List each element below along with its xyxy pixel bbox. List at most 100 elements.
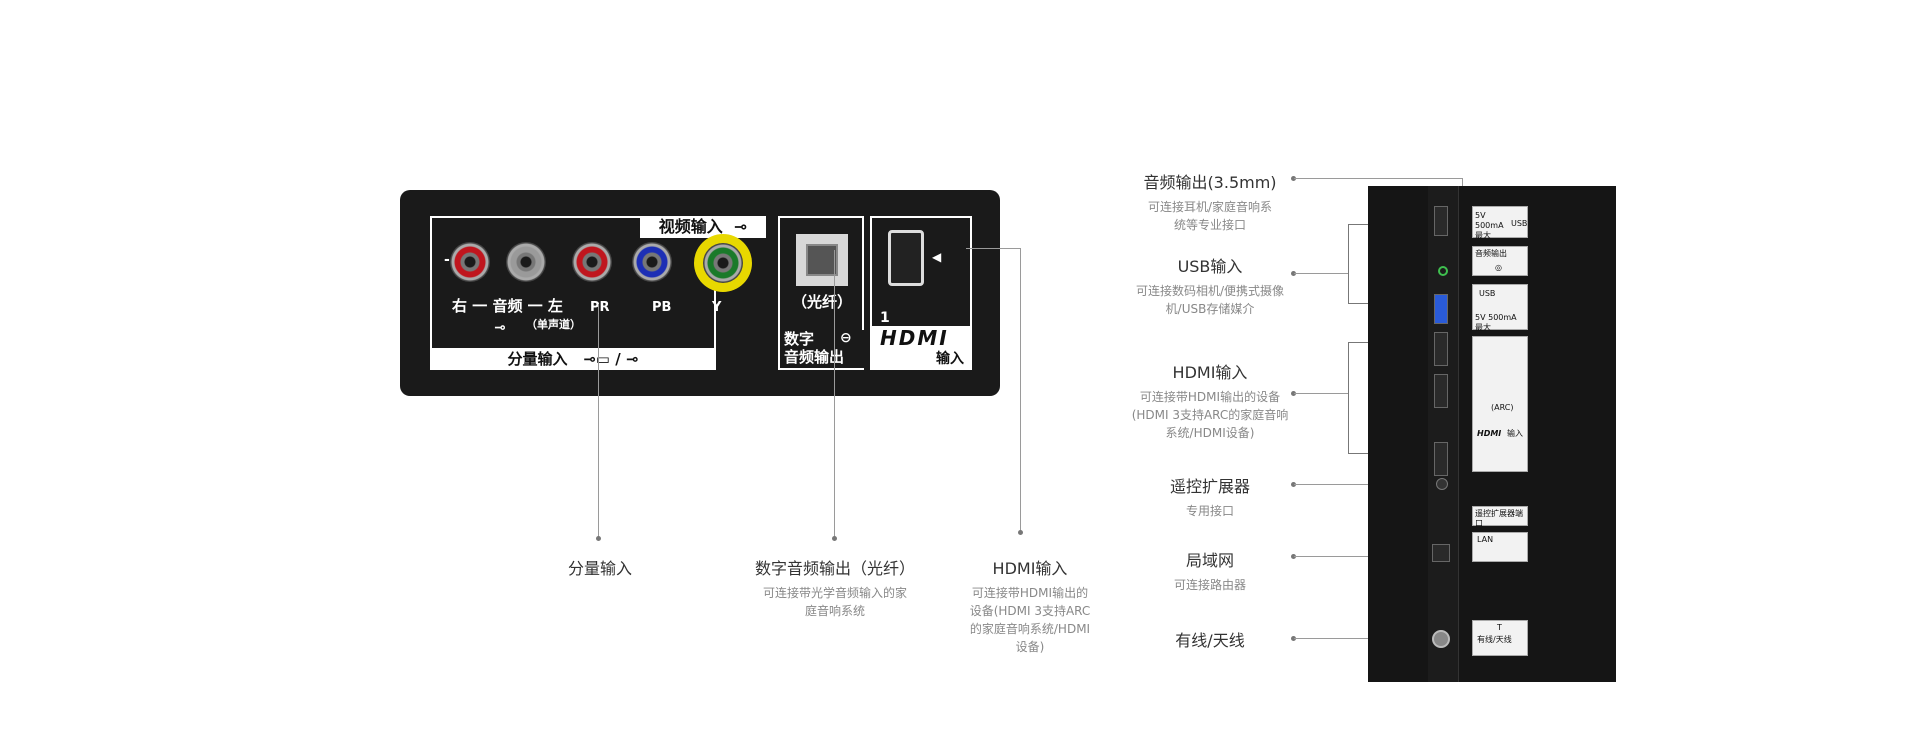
antenna-dot bbox=[1291, 636, 1296, 641]
arc-text: (ARC) bbox=[1491, 403, 1514, 412]
lan-label-text: LAN bbox=[1477, 535, 1494, 544]
antenna-label-box: T 有线/天线 bbox=[1472, 620, 1528, 656]
hdmi-right-desc-line: (HDMI 3支持ARC的家庭音响 bbox=[1131, 408, 1289, 422]
usb2-text: USB bbox=[1479, 289, 1496, 298]
pb-jack[interactable] bbox=[632, 242, 672, 282]
hdmi-input-label: 输入 bbox=[936, 351, 964, 367]
audio-out-label-box: 音频输出 ◎ bbox=[1472, 246, 1528, 276]
component-separator: / bbox=[615, 350, 621, 368]
remote-ext-callout-title: 遥控扩展器 bbox=[1169, 477, 1250, 496]
headphone-icon: ◎ bbox=[1495, 263, 1502, 272]
remote-ext-label-text: 遥控扩展器端口 bbox=[1475, 509, 1523, 528]
audio-out-dot bbox=[1291, 176, 1296, 181]
hdmi-right-callout-title: HDMI输入 bbox=[1172, 363, 1248, 382]
component-icon: ⊸▭ bbox=[572, 350, 610, 368]
remote-ext-callout-desc: 专用接口 bbox=[1130, 502, 1290, 520]
channel-label: 右 一 音频 一 左 bbox=[452, 297, 563, 315]
component-label: 分量输入 ⊸▭ / ⊸ bbox=[430, 348, 716, 370]
optical-frame bbox=[778, 216, 864, 370]
lan-dot bbox=[1291, 554, 1296, 559]
audio-out-callout-desc: 可连接耳机/家庭音响系 统等专业接口 bbox=[1130, 198, 1290, 234]
hdmi-number: 1 bbox=[880, 310, 890, 326]
hdmi-right-callout-desc: 可连接带HDMI输出的设备 (HDMI 3支持ARC的家庭音响 系统/HDMI设… bbox=[1130, 388, 1290, 442]
component-leader bbox=[598, 304, 599, 538]
optical-desc-line: 可连接带光学音频输入的家 bbox=[762, 586, 907, 600]
hdmi-desc-line: 设备(HDMI 3支持ARC bbox=[969, 604, 1091, 618]
video-input-text: 视频输入 bbox=[658, 217, 723, 236]
pr-label: PR bbox=[590, 300, 610, 315]
optical-callout-title: 数字音频输出（光纤） bbox=[754, 559, 915, 578]
hdmi-right-desc-line: 系统/HDMI设备) bbox=[1165, 426, 1255, 440]
audio-input-icon: ⊸ bbox=[494, 320, 506, 336]
y-jack[interactable] bbox=[703, 243, 743, 283]
hdmi-port-3[interactable] bbox=[1434, 374, 1448, 408]
hdmi-port-4[interactable] bbox=[1434, 332, 1448, 366]
usb-port-2[interactable] bbox=[1434, 294, 1448, 324]
hdmi-right-logo: HDMI bbox=[1477, 429, 1502, 438]
usb-port-1[interactable] bbox=[1434, 206, 1448, 236]
usb-leader bbox=[1294, 273, 1348, 274]
optical-desc-line: 庭音响系统 bbox=[804, 604, 865, 618]
usb-dot bbox=[1291, 271, 1296, 276]
antenna-port[interactable] bbox=[1432, 630, 1450, 648]
antenna-label-text: 有线/天线 bbox=[1477, 635, 1512, 644]
composite-icon: ⊸ bbox=[625, 350, 639, 368]
audio-out-leader bbox=[1294, 178, 1462, 179]
usb2-spec-text: 5V 500mA 最大 bbox=[1475, 313, 1517, 332]
remote-ext-label-box: 遥控扩展器端口 bbox=[1472, 506, 1528, 528]
usb-desc-line: 可连接数码相机/便携式摄像 bbox=[1135, 284, 1285, 298]
antenna-callout-title: 有线/天线 bbox=[1175, 631, 1245, 650]
hdmi-desc-line: 可连接带HDMI输出的 bbox=[971, 586, 1089, 600]
hdmi-desc-line: 的家庭音响系统/HDMI bbox=[969, 622, 1091, 636]
usb-label-box: 5V 500mA 最大 USB bbox=[1472, 206, 1528, 240]
antenna-icon: T bbox=[1497, 623, 1502, 632]
component-dot bbox=[596, 536, 601, 541]
hdmi-right-dot bbox=[1291, 391, 1296, 396]
component-callout-title: 分量输入 bbox=[567, 559, 632, 578]
hdmi-desc-line: 设备) bbox=[1015, 640, 1045, 654]
hdmi-right-leader bbox=[1294, 393, 1348, 394]
digital-text: 数字 bbox=[784, 330, 815, 348]
digital-audio-out-label: 数字 音频输出 bbox=[780, 330, 866, 368]
lan-callout-title: 局域网 bbox=[1185, 551, 1234, 570]
remote-ext-dot bbox=[1291, 482, 1296, 487]
usb-text: USB bbox=[1511, 219, 1528, 228]
video-input-label: 视频输入 ⊸ bbox=[640, 216, 766, 238]
remote-ext-port[interactable] bbox=[1436, 478, 1448, 490]
optical-label: （光纤） bbox=[792, 293, 853, 311]
audio-jack[interactable] bbox=[1438, 266, 1448, 276]
side-strip bbox=[1428, 186, 1459, 682]
video-input-icon: ⊸ bbox=[728, 217, 748, 236]
usb-callout-desc: 可连接数码相机/便携式摄像 机/USB存储媒介 bbox=[1130, 282, 1290, 318]
usb-spec-text: 5V 500mA 最大 bbox=[1475, 211, 1504, 240]
usb-desc-line: 机/USB存储媒介 bbox=[1165, 302, 1255, 316]
minus-mark: - bbox=[444, 252, 450, 268]
rear-panel-left: 视频输入 ⊸ - 右 一 音频 一 左 ⊸ （单声道） PR PB Y 分量输入… bbox=[400, 190, 1000, 396]
optical-leader bbox=[834, 250, 835, 538]
lan-port[interactable] bbox=[1432, 544, 1450, 562]
lan-label-box: LAN bbox=[1472, 532, 1528, 562]
audio-out-label-text: 音频输出 bbox=[1475, 249, 1507, 258]
audio-left-jack[interactable] bbox=[506, 242, 546, 282]
component-text: 分量输入 bbox=[507, 350, 568, 368]
remote-ext-desc-line: 专用接口 bbox=[1185, 504, 1234, 518]
hdmi-frame bbox=[870, 216, 972, 370]
audio-out-desc-line: 可连接耳机/家庭音响系 bbox=[1147, 200, 1273, 214]
usb2-label-box: USB 5V 500mA 最大 bbox=[1472, 284, 1528, 332]
hdmi-right-input-text: 输入 bbox=[1507, 429, 1523, 438]
hdmi-arrow-icon: ◀ bbox=[932, 250, 942, 264]
y-label: Y bbox=[712, 300, 722, 315]
optical-port[interactable] bbox=[806, 244, 838, 276]
pr-jack[interactable] bbox=[572, 242, 612, 282]
hdmi-right-desc-line: 可连接带HDMI输出的设备 bbox=[1139, 390, 1281, 404]
hdmi-port-2[interactable] bbox=[1434, 442, 1448, 476]
hdmi-callout-title: HDMI输入 bbox=[992, 559, 1068, 578]
hdmi-leader-h bbox=[966, 248, 1020, 249]
lan-callout-desc: 可连接路由器 bbox=[1130, 576, 1290, 594]
audio-right-jack[interactable] bbox=[450, 242, 490, 282]
optical-callout-desc: 可连接带光学音频输入的家 庭音响系统 bbox=[740, 584, 930, 620]
hdmi-leader-v bbox=[1020, 248, 1021, 532]
hdmi-dot bbox=[1018, 530, 1023, 535]
hdmi-port[interactable] bbox=[888, 230, 924, 286]
hdmi-logo-strip bbox=[872, 326, 970, 368]
